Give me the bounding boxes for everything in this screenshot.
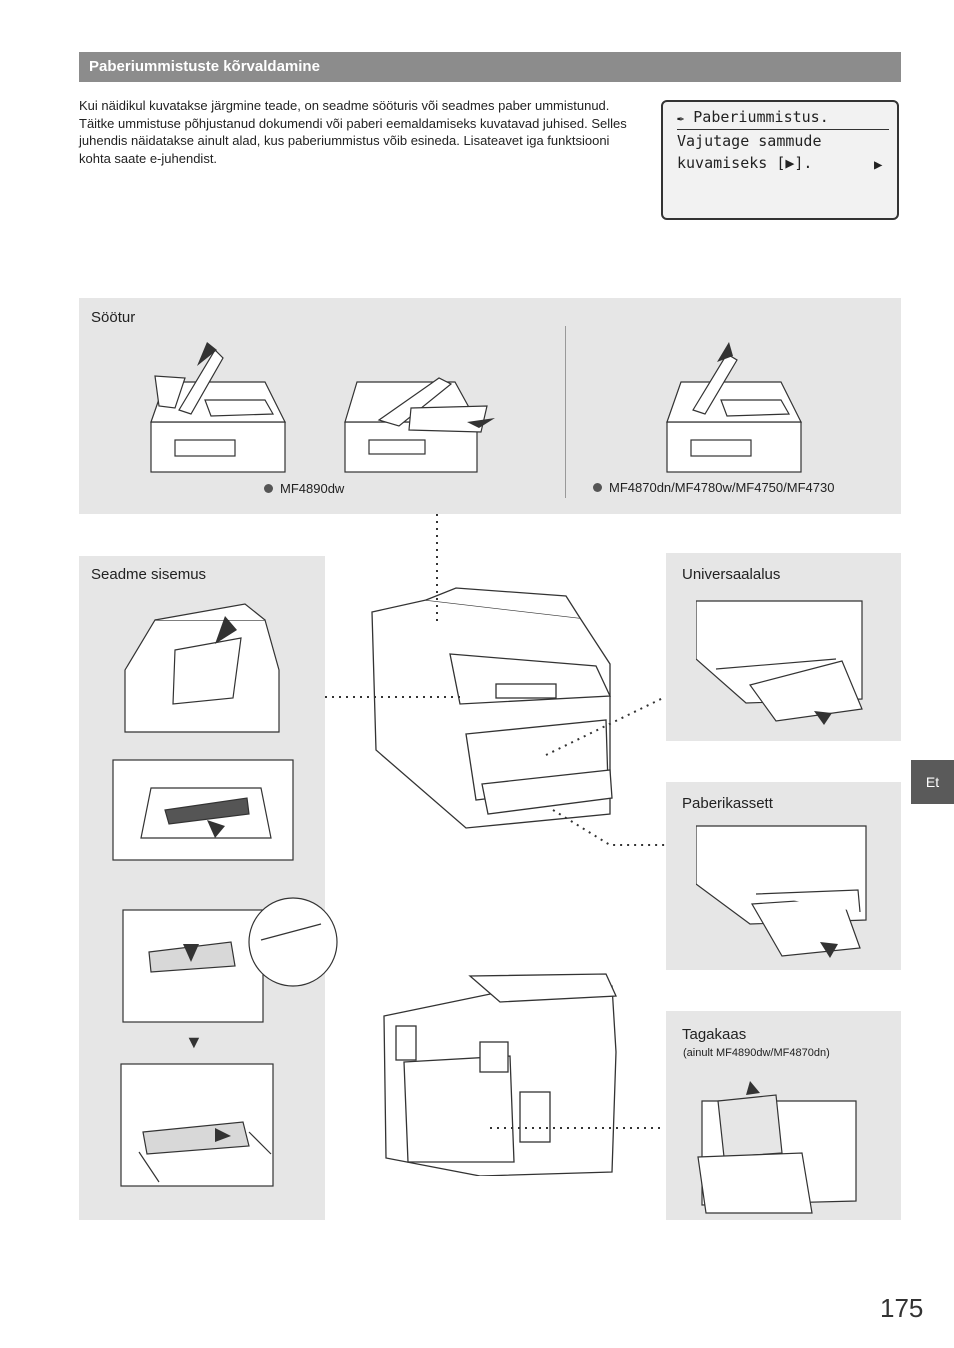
rear-panel: Tagakaas (ainult MF4890dw/MF4870dn) bbox=[666, 1011, 901, 1220]
feeder-title: Söötur bbox=[91, 309, 136, 326]
inside-illustration-3 bbox=[122, 897, 338, 1023]
section-title: Paberiummistuste kõrvaldamine bbox=[89, 58, 320, 75]
lcd-display: ✒ Paberiummistus. Vajutage sammude kuvam… bbox=[661, 100, 899, 220]
printer-front-illustration bbox=[371, 587, 613, 829]
bullet-icon bbox=[593, 483, 602, 492]
section-header: Paberiummistuste kõrvaldamine bbox=[79, 52, 901, 82]
rear-title: Tagakaas bbox=[682, 1026, 747, 1043]
page-number: 175 bbox=[880, 1293, 924, 1323]
multipurpose-panel: Universaalalus bbox=[666, 553, 901, 741]
lcd-arrow-icon: ▶ bbox=[874, 157, 883, 173]
lcd-line-2: Vajutage sammude bbox=[677, 132, 822, 150]
feeder-divider bbox=[565, 326, 566, 498]
feeder-panel: Söötur MF4890dw MF4870dn/MF4780w/MF4750/… bbox=[79, 298, 901, 514]
intro-text: Kui näidikul kuvatakse järgmine teade, o… bbox=[79, 98, 627, 166]
lcd-line-3: kuvamiseks [▶]. bbox=[677, 154, 813, 172]
step-arrow-icon: ▼ bbox=[185, 1032, 203, 1052]
rear-note: (ainult MF4890dw/MF4870dn) bbox=[683, 1047, 830, 1059]
multipurpose-illustration bbox=[696, 600, 863, 725]
lcd-line-1: ✒ Paberiummistus. bbox=[677, 106, 889, 130]
cassette-panel: Paberikassett bbox=[666, 782, 901, 970]
inside-panel: Seadme sisemus ▼ bbox=[79, 556, 338, 1220]
feeder-illustration-3 bbox=[666, 342, 802, 473]
feeder-illustration-1 bbox=[150, 342, 286, 473]
inside-illustration-1 bbox=[124, 603, 280, 733]
model-caption-others: MF4870dn/MF4780w/MF4750/MF4730 bbox=[593, 480, 834, 495]
language-tab: Et bbox=[911, 760, 954, 804]
cassette-title: Paberikassett bbox=[682, 795, 773, 812]
multipurpose-title: Universaalalus bbox=[682, 566, 781, 583]
inside-illustration-2 bbox=[112, 759, 294, 861]
printer-rear-illustration bbox=[383, 973, 617, 1176]
bullet-icon bbox=[264, 484, 273, 493]
paper-jam-icon: ✒ bbox=[677, 111, 685, 125]
inside-illustration-4 bbox=[120, 1063, 274, 1187]
cassette-illustration bbox=[696, 825, 867, 958]
rear-illustration bbox=[697, 1081, 857, 1214]
feeder-illustration-2 bbox=[344, 377, 495, 473]
model-caption-mf4890dw: MF4890dw bbox=[264, 481, 344, 496]
inside-title: Seadme sisemus bbox=[91, 566, 207, 583]
